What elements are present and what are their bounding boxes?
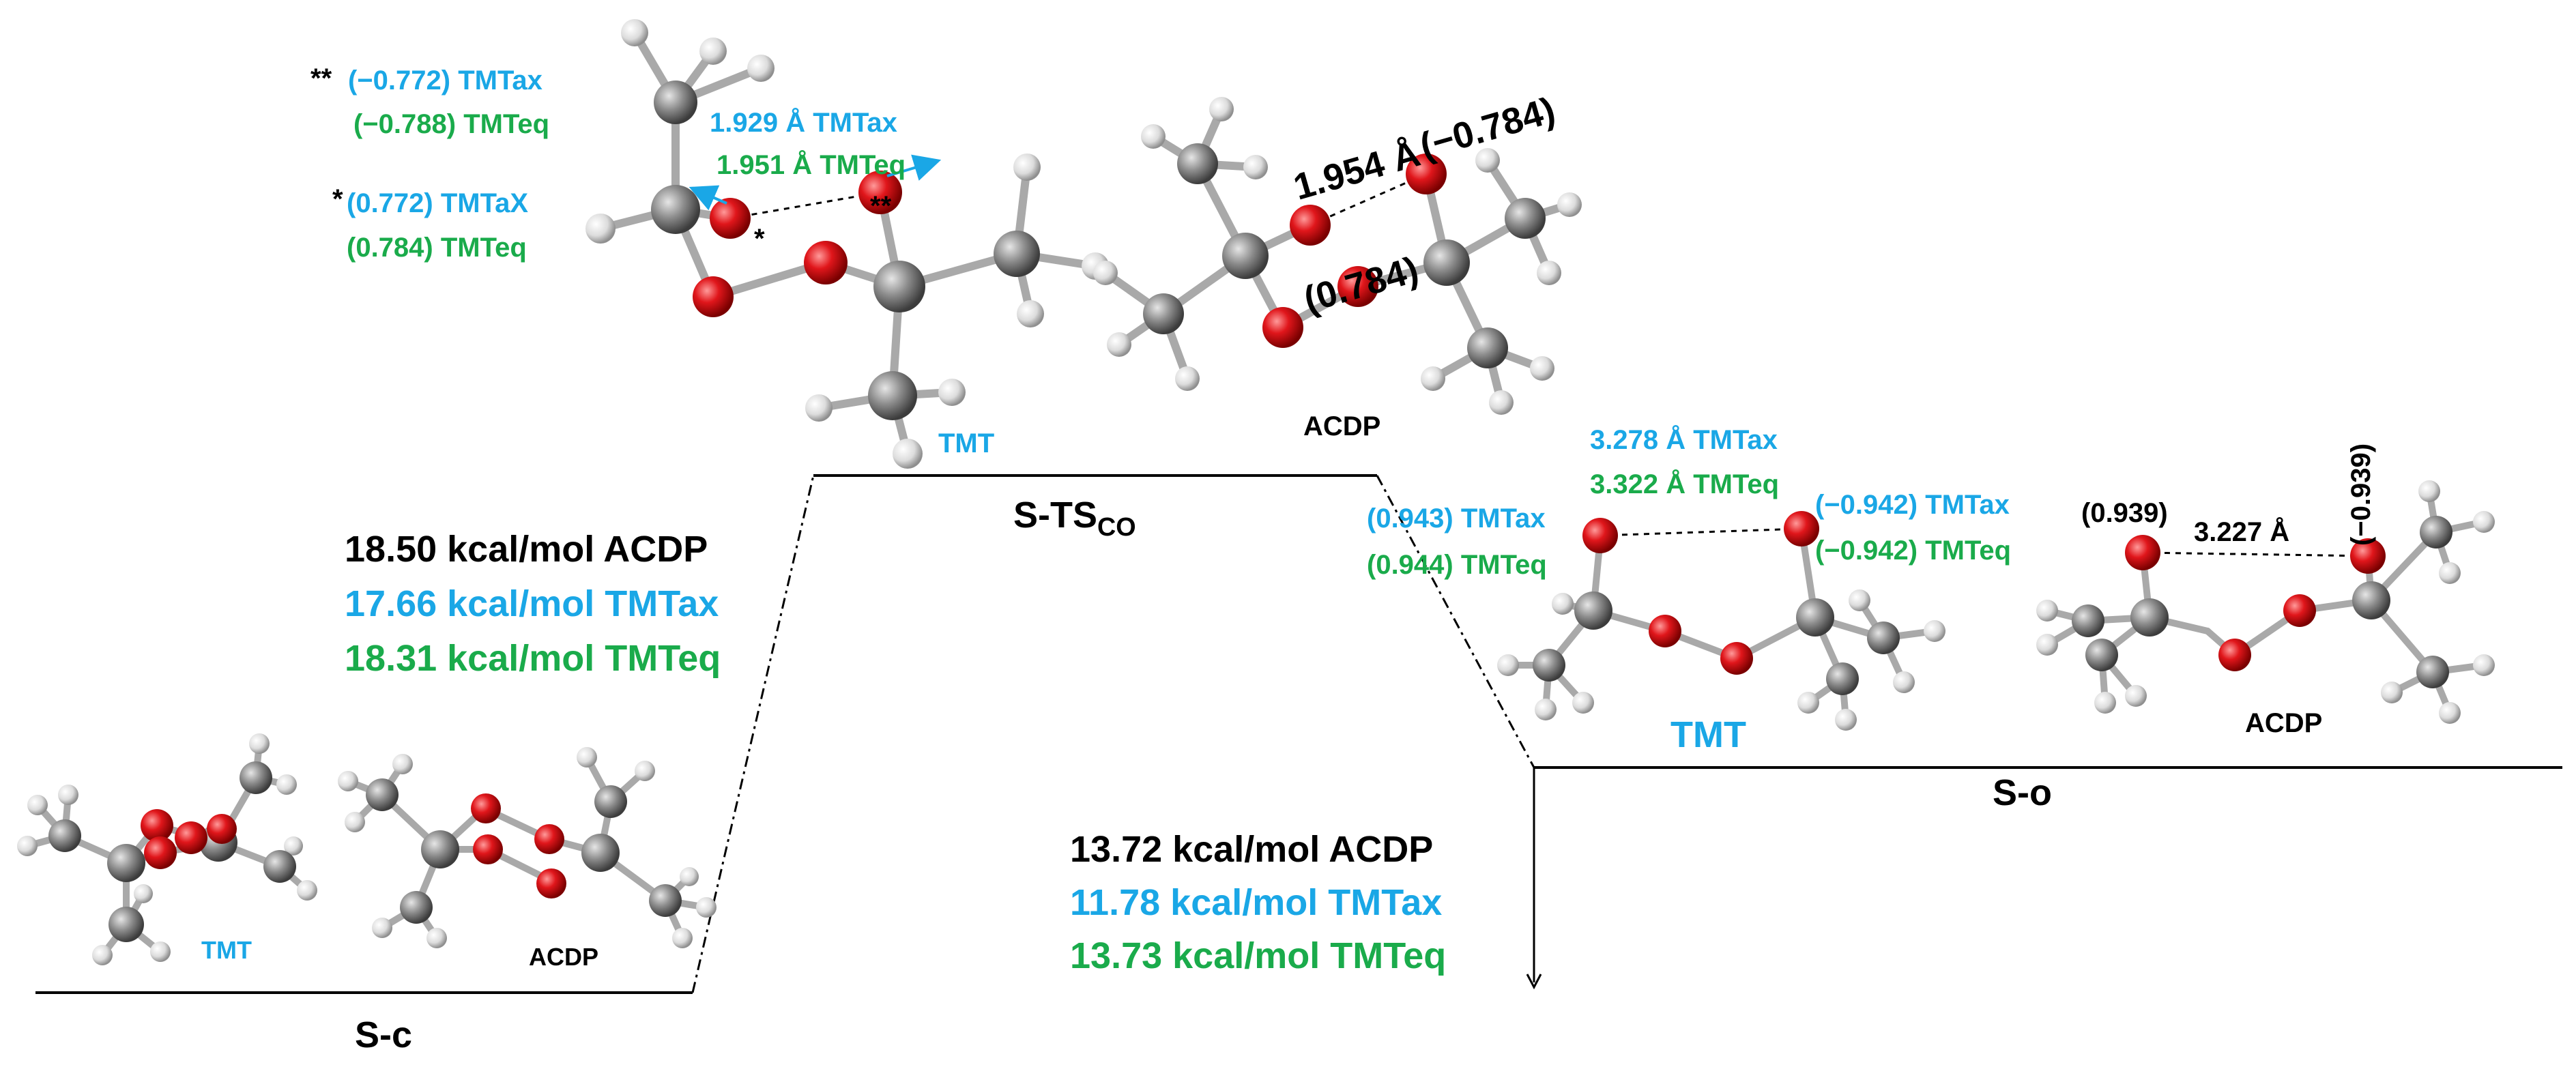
label-ts-acdp: ACDP [1303, 411, 1381, 441]
connector-ts-so [1376, 475, 1535, 768]
ts-single-star: * [332, 184, 343, 214]
label-ts-tmt: TMT [938, 428, 995, 458]
molecule-sc-tmt [17, 733, 317, 965]
ts-star-o2: ** [870, 191, 892, 221]
connector-sc-ts [691, 475, 815, 993]
ts-dist-ax: 1.929 Å TMTax [710, 108, 897, 138]
so-dist-ax: 3.278 Å TMTax [1590, 425, 1778, 455]
molecule-so-acdp [2036, 480, 2495, 724]
molecule-ts-tmt [585, 19, 1109, 469]
so-dist-eq: 3.322 Å TMTeq [1590, 469, 1780, 499]
so-pos-ax: (0.943) TMTax [1367, 503, 1546, 534]
so-acdp-pos: (0.939) [2081, 498, 2168, 528]
ts-charge-eq-neg: (−0.788) TMTeq [353, 109, 550, 139]
energy-levels [35, 474, 2562, 994]
so-acdp-neg: (−0.939) [2346, 443, 2376, 546]
state-label-ts: S-TSCO [1013, 495, 1136, 542]
barrier-ts-tmtax: 17.66 kcal/mol TMTax [345, 583, 719, 624]
label-sc-acdp: ACDP [529, 943, 599, 971]
barrier-ts-tmteq: 18.31 kcal/mol TMTeq [345, 638, 721, 679]
ts-double-star: ** [310, 63, 332, 93]
ts-dist-eq: 1.951 Å TMTeq [717, 150, 906, 180]
label-sc-tmt: TMT [201, 936, 252, 964]
barrier-ts-acdp: 18.50 kcal/mol ACDP [345, 529, 708, 570]
ts-charge-ax-neg: (−0.772) TMTax [348, 65, 542, 96]
ts-star-o1: * [754, 224, 765, 254]
molecule-ts-acdp [1093, 97, 1582, 415]
ts-charge-eq-pos: (0.784) TMTeq [347, 233, 527, 263]
state-label-so: S-o [1993, 772, 2052, 813]
so-neg-eq: (−0.942) TMTeq [1815, 536, 2012, 566]
energy-so-tmteq: 13.73 kcal/mol TMTeq [1070, 935, 1447, 976]
ts-charge-ax-pos: (0.772) TMTaX [347, 188, 528, 218]
energy-so-tmtax: 11.78 kcal/mol TMTax [1070, 882, 1443, 923]
so-acdp-dist: 3.227 Å [2194, 517, 2290, 547]
molecule-sc-acdp [338, 747, 717, 948]
label-so-tmt: TMT [1670, 714, 1746, 755]
so-neg-ax: (−0.942) TMTax [1815, 490, 2010, 520]
state-label-sc: S-c [355, 1014, 413, 1055]
molecule-so-tmt [1497, 511, 1945, 731]
down-arrow-head [1526, 974, 1542, 990]
so-pos-eq: (0.944) TMTeq [1367, 550, 1547, 580]
energy-so-acdp: 13.72 kcal/mol ACDP [1070, 829, 1434, 870]
label-so-acdp: ACDP [2245, 708, 2323, 738]
